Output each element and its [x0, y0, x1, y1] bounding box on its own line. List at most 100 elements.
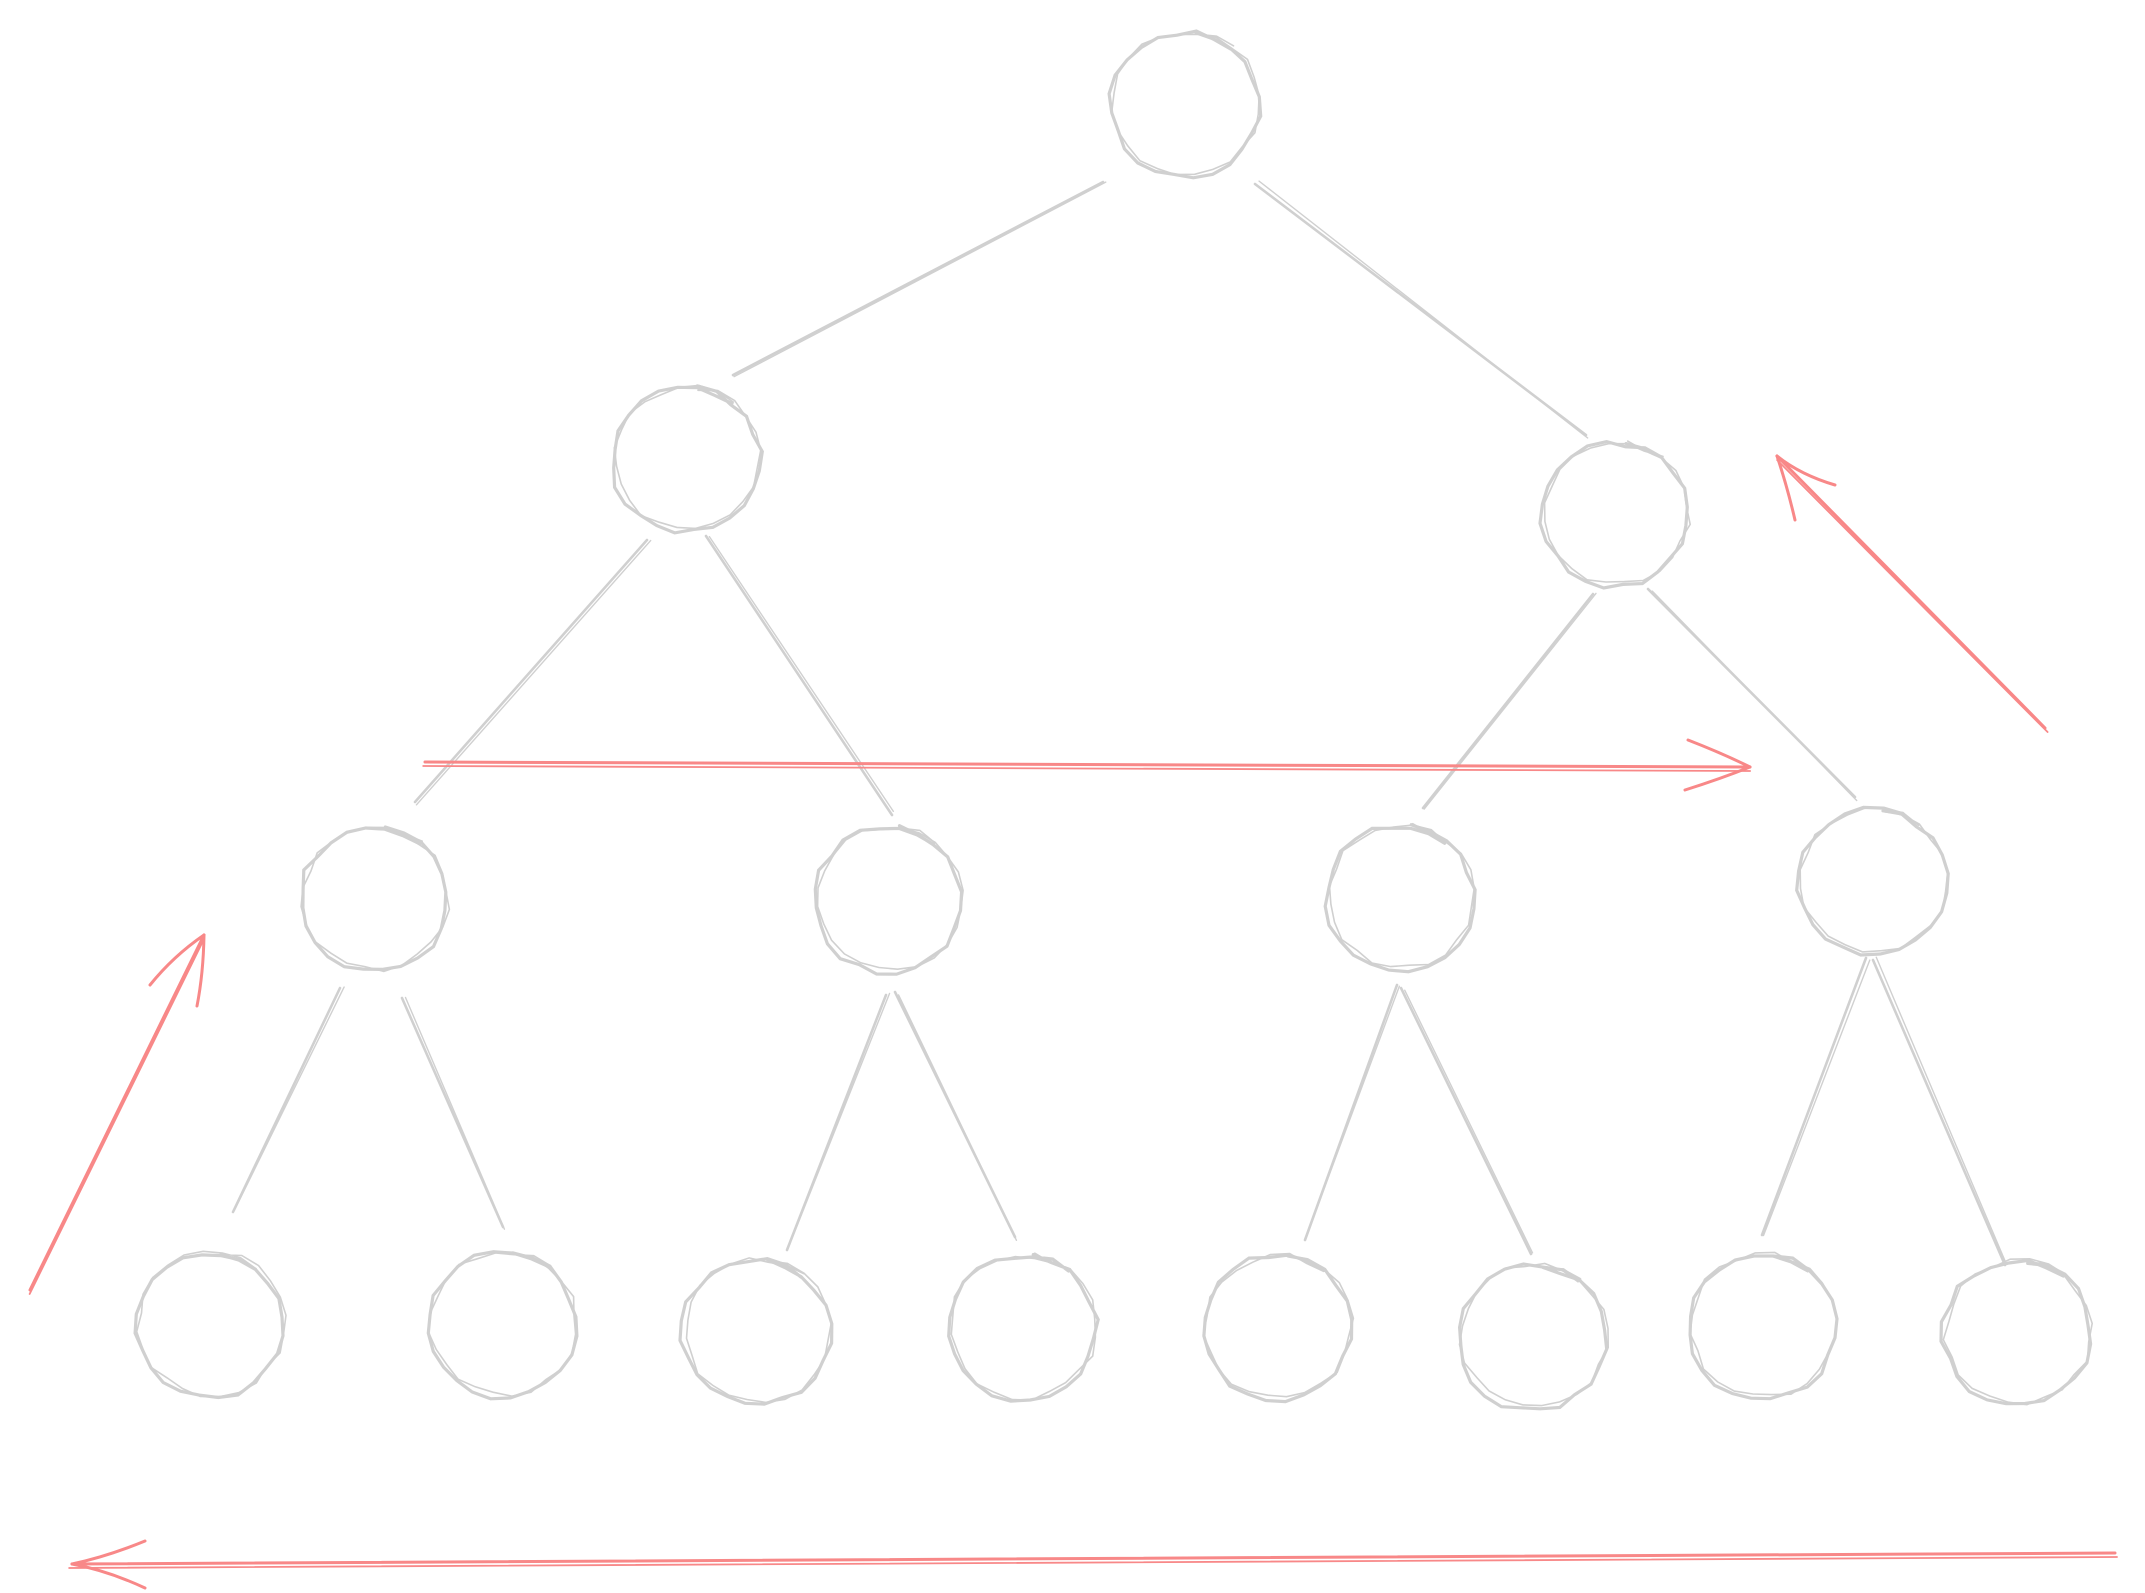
arrow-shaft-sketch	[1776, 459, 2049, 733]
node-circle	[1202, 1253, 1354, 1404]
edge-l2-2-to-l3-3	[785, 992, 891, 1252]
node-circle-sketch	[685, 1257, 833, 1404]
node-circle-sketch	[427, 1252, 577, 1397]
edge-sketch-stroke	[415, 539, 652, 806]
arrow-head-stroke	[1686, 738, 1752, 769]
node-circle-sketch	[1458, 1262, 1610, 1407]
arrows-layer	[28, 454, 2118, 1590]
node-circle-sketch	[816, 827, 964, 971]
edge-l2-4-to-l3-7	[1760, 956, 1871, 1237]
arrow-shaft-sketch	[68, 1556, 2118, 1569]
edge-sketch-stroke	[708, 535, 895, 813]
tree-node-l2-2	[813, 824, 964, 976]
edge-stroke	[400, 996, 505, 1229]
node-circle-sketch	[1942, 1257, 2094, 1406]
node-circle	[947, 1252, 1100, 1403]
arrow-up-right	[1775, 454, 2049, 733]
edge-sketch-stroke	[1423, 592, 1597, 810]
node-circle	[1795, 805, 1950, 957]
edge-root-to-l1-right	[1253, 180, 1589, 439]
tree-node-l3-4	[947, 1252, 1100, 1403]
edge-stroke	[731, 180, 1105, 377]
node-circle	[1323, 823, 1477, 974]
edge-stroke	[231, 986, 342, 1214]
arrow-head-stroke	[1775, 454, 1837, 487]
edge-l2-2-to-l3-4	[893, 990, 1018, 1241]
edge-root-to-l1-left	[731, 180, 1107, 378]
edge-sketch-stroke	[1875, 956, 2008, 1265]
arrow-head-stroke	[70, 1562, 147, 1590]
tree-node-l2-3	[1323, 822, 1477, 974]
edge-sketch-stroke	[1404, 989, 1534, 1254]
node-circle-sketch	[135, 1250, 287, 1398]
arrow-shaft-sketch	[28, 938, 205, 1295]
edge-l1-right-to-l2-3	[1421, 592, 1597, 810]
edge-l2-3-to-l3-6	[1399, 986, 1534, 1256]
arrow-head-stroke	[1775, 454, 1797, 522]
edge-l2-1-to-l3-2	[400, 996, 506, 1230]
edge-l2-3-to-l3-5	[1303, 983, 1401, 1242]
arrow-shaft	[70, 1551, 2117, 1566]
node-circle-sketch	[1328, 822, 1476, 968]
edge-stroke	[1760, 956, 1868, 1237]
node-circle-sketch	[1110, 32, 1260, 176]
tree-node-l3-2	[426, 1250, 579, 1401]
edge-l2-4-to-l3-8	[1871, 956, 2008, 1267]
tree-node-l3-7	[1688, 1251, 1839, 1401]
tree-node-root	[1107, 29, 1263, 180]
arrow-across-level2	[422, 738, 1752, 792]
edge-l1-left-to-l2-2	[704, 534, 895, 817]
edge-sketch-stroke	[787, 992, 891, 1248]
edge-l2-1-to-l3-1	[231, 986, 345, 1214]
tree-node-l3-3	[678, 1256, 834, 1406]
arrow-head-stroke	[70, 1539, 147, 1566]
node-circle	[813, 824, 964, 976]
arrow-shaft-sketch	[422, 765, 1752, 772]
tree-node-l1-right	[1538, 439, 1692, 590]
edge-sketch-stroke	[1651, 590, 1858, 802]
arrow-head-stroke	[1683, 765, 1752, 792]
nodes-layer	[133, 29, 2094, 1411]
edges-layer	[231, 180, 2008, 1267]
edge-stroke	[704, 534, 894, 817]
node-circle	[612, 384, 764, 535]
node-circle-sketch	[1202, 1252, 1355, 1398]
node-circle-sketch	[1689, 1251, 1838, 1396]
tree-node-l2-1	[300, 825, 451, 973]
edge-sketch-stroke	[897, 994, 1018, 1241]
arrow-shaft	[423, 760, 1752, 769]
edge-sketch-stroke	[404, 996, 506, 1230]
arrow-up-left	[28, 933, 206, 1295]
node-circle-sketch	[950, 1252, 1097, 1401]
tree-node-l3-8	[1939, 1257, 2094, 1406]
edge-sketch-stroke	[733, 181, 1107, 378]
edge-stroke	[1871, 958, 2007, 1267]
tree-node-l3-6	[1457, 1262, 1610, 1411]
node-circle	[133, 1253, 285, 1400]
edge-stroke	[785, 993, 888, 1252]
node-circle	[426, 1250, 579, 1401]
edge-stroke	[413, 538, 649, 804]
arrow-shaft	[28, 933, 206, 1292]
edge-l1-left-to-l2-1	[413, 538, 652, 806]
node-circle-sketch	[1543, 440, 1692, 583]
edge-sketch-stroke	[1762, 959, 1871, 1237]
tree-node-l2-4	[1795, 805, 1950, 957]
edge-sketch-stroke	[1258, 180, 1589, 439]
edge-stroke	[1421, 592, 1595, 810]
tree-node-l3-5	[1202, 1252, 1355, 1404]
node-circle-sketch	[613, 384, 762, 530]
tree-node-l1-left	[612, 384, 764, 535]
arrow-head-stroke	[148, 933, 206, 987]
arrow-head-stroke	[195, 933, 206, 1008]
node-circle-sketch	[300, 826, 451, 973]
edge-stroke	[1399, 986, 1533, 1256]
edge-sketch-stroke	[233, 986, 345, 1211]
arrow-shaft	[1775, 454, 2047, 730]
edge-sketch-stroke	[1305, 985, 1401, 1239]
arrow-bottom	[68, 1539, 2118, 1590]
node-circle-sketch	[1799, 806, 1949, 953]
edge-l1-right-to-l2-4	[1646, 587, 1858, 802]
